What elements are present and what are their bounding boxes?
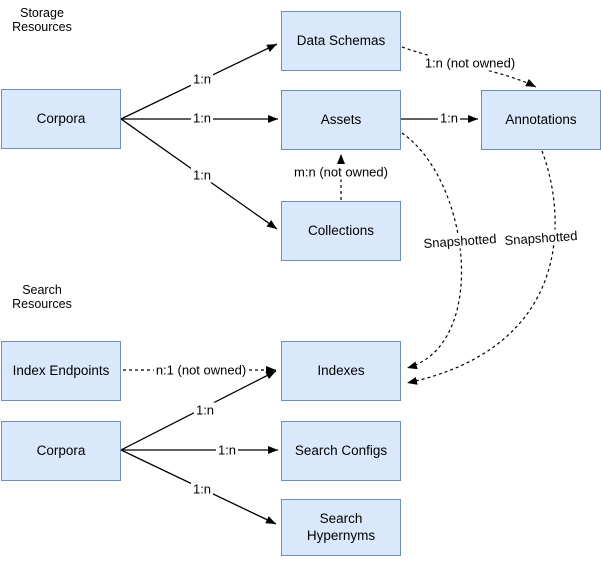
node-label: Search Configs bbox=[294, 442, 388, 458]
node-label: Collections bbox=[307, 222, 375, 238]
edge-label-collections-to-assets: m:n (not owned) bbox=[292, 164, 390, 180]
edge-label-data-schemas-to-annotations: 1:n (not owned) bbox=[422, 55, 518, 71]
node-search-hypernyms: Search Hypernyms bbox=[281, 499, 401, 556]
node-label: Data Schemas bbox=[296, 32, 386, 48]
node-label: Corpora bbox=[36, 442, 86, 458]
node-label: Annotations bbox=[505, 111, 577, 127]
node-corpora-search: Corpora bbox=[1, 421, 121, 481]
node-label: Index Endpoints bbox=[12, 362, 110, 378]
node-annotations: Annotations bbox=[481, 90, 601, 150]
node-assets: Assets bbox=[281, 90, 401, 150]
section-label-search: Search Resources bbox=[12, 283, 72, 311]
node-collections: Collections bbox=[281, 201, 401, 261]
node-indexes: Indexes bbox=[281, 341, 401, 401]
node-label: Assets bbox=[320, 111, 362, 127]
node-label: Corpora bbox=[36, 110, 86, 126]
edge-label-corpora-to-assets: 1:n bbox=[190, 110, 214, 126]
node-corpora-storage: Corpora bbox=[1, 89, 121, 149]
edge-annotations-to-indexes bbox=[406, 150, 556, 385]
node-label: Indexes bbox=[317, 362, 365, 378]
node-index-endpoints: Index Endpoints bbox=[1, 341, 121, 401]
edge-assets-to-indexes bbox=[401, 132, 463, 370]
edge-label-index-endpoints-to-indexes: n:1 (not owned) bbox=[153, 362, 249, 378]
node-label: Search Hypernyms bbox=[306, 510, 376, 543]
edge-label-corpora-to-collections: 1:n bbox=[190, 167, 214, 183]
node-data-schemas: Data Schemas bbox=[281, 11, 401, 71]
edge-label-assets-to-annotations: 1:n bbox=[437, 110, 461, 126]
edge-label-corpora-to-data-schemas: 1:n bbox=[190, 71, 214, 87]
section-label-storage: Storage Resources bbox=[12, 6, 72, 34]
edge-label-corpora-to-search-hypernyms: 1:n bbox=[190, 481, 214, 497]
node-search-configs: Search Configs bbox=[281, 421, 401, 481]
edge-label-corpora-to-search-configs: 1:n bbox=[215, 442, 239, 458]
edge-label-corpora-to-indexes: 1:n bbox=[193, 402, 217, 418]
